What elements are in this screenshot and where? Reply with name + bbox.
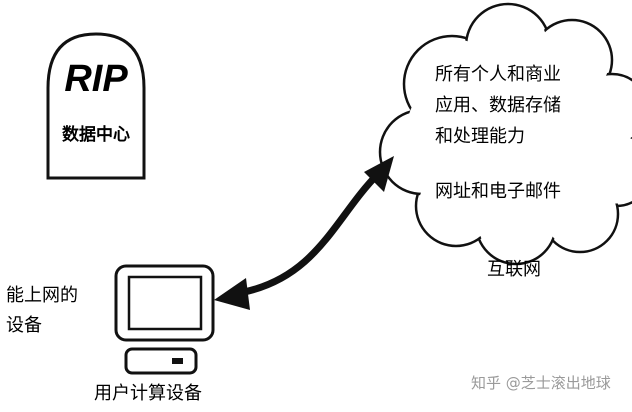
- user-computer: [114, 264, 215, 375]
- internet-cloud: 所有个人和商业 应用、数据存储 和处理能力 网址和电子邮件: [378, 2, 632, 266]
- datacenter-label: 数据中心: [62, 124, 130, 145]
- device-caption: 用户计算设备: [94, 383, 202, 404]
- device-side-label-2: 设备: [6, 315, 42, 336]
- connection-arrow: [214, 156, 394, 310]
- datacenter-tombstone: RIP 数据中心: [46, 32, 146, 180]
- cloud-line-1: 所有个人和商业: [435, 64, 561, 85]
- rip-label: RIP: [64, 58, 128, 100]
- base-button: [172, 358, 183, 364]
- monitor-screen: [127, 275, 203, 331]
- cloud-line-3: 和处理能力: [435, 126, 525, 147]
- arrow-curve: [240, 170, 382, 296]
- cloud-line-4: 网址和电子邮件: [435, 181, 561, 202]
- arrowhead-device: [214, 278, 250, 310]
- arrowhead-cloud: [364, 156, 394, 192]
- internet-caption: 互联网: [487, 259, 541, 280]
- watermark-text: 知乎 @芝士滚出地球: [471, 374, 611, 392]
- computer-base: [124, 347, 198, 375]
- cloud-line-2: 应用、数据存储: [435, 95, 561, 116]
- device-side-label-1: 能上网的: [6, 285, 78, 306]
- tombstone-shape: [46, 32, 146, 180]
